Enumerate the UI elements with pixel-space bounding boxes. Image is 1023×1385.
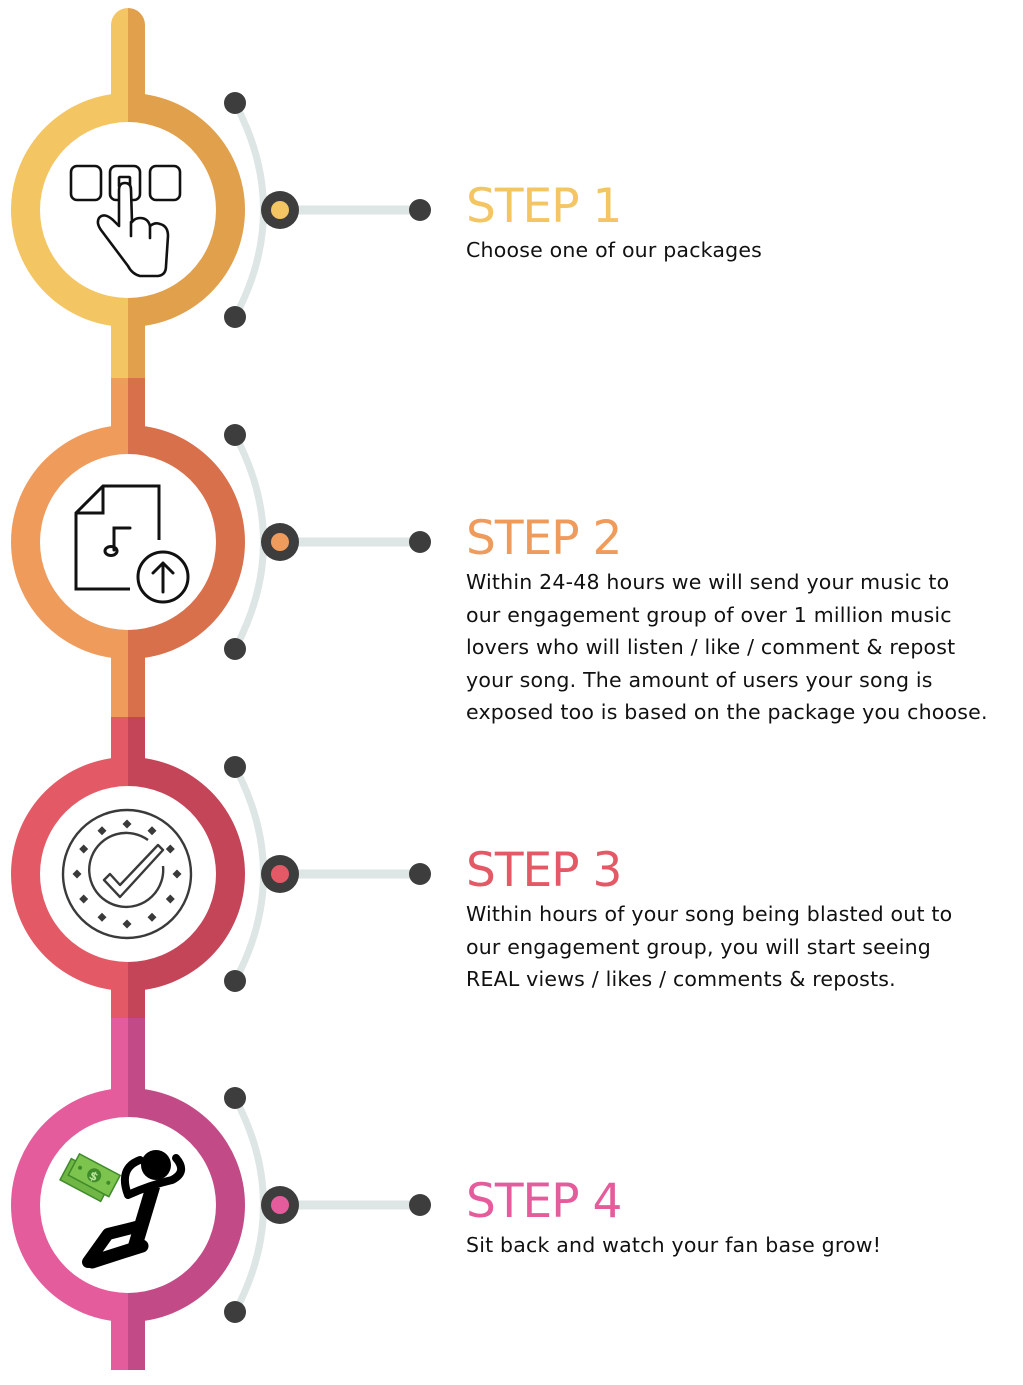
badge-star-icon xyxy=(172,869,182,879)
step-1: STEP 1 Choose one of our packages xyxy=(466,182,1016,267)
step-1-dot-end xyxy=(409,199,431,221)
verified-check-badge-icon xyxy=(61,808,193,940)
step-4: STEP 4 Sit back and watch your fan base … xyxy=(466,1177,1016,1262)
timeline-connectors xyxy=(224,92,431,1323)
money-icon: $ xyxy=(59,1152,122,1203)
badge-star-icon xyxy=(97,826,107,836)
step-2-line: your song. The amount of users your song… xyxy=(466,667,933,692)
step-3-hub-center xyxy=(271,865,289,883)
step-3-dot-end xyxy=(409,863,431,885)
step-3-line: REAL views / likes / comments & reposts. xyxy=(466,967,896,991)
step-4-dot-bottom xyxy=(224,1301,246,1323)
step-2-dot-end xyxy=(409,531,431,553)
step-3-line: our engagement group, you will start see… xyxy=(466,934,932,959)
step-1-hub-center xyxy=(271,201,289,219)
relaxing-person-with-money-icon: $ xyxy=(59,1150,186,1269)
badge-star-icon xyxy=(79,894,89,904)
step-4-icon-disc xyxy=(40,1117,216,1293)
step-3-line: Within hours of your song being blasted … xyxy=(466,902,953,926)
badge-star-icon xyxy=(79,844,89,854)
step-4-title: STEP 4 xyxy=(466,1174,622,1229)
music-file-upload-icon xyxy=(74,484,190,604)
step-3-title: STEP 3 xyxy=(466,843,622,898)
step-2-line: exposed too is based on the package you … xyxy=(466,700,988,724)
step-4-description: Sit back and watch your fan base grow! xyxy=(466,1233,882,1257)
step-2-dot-bottom xyxy=(224,638,246,660)
step-4-dot-top xyxy=(224,1087,246,1109)
step-1-dot-bottom xyxy=(224,306,246,328)
step-2-line: our engagement group of over 1 million m… xyxy=(466,602,952,627)
step-4-dot-end xyxy=(409,1194,431,1216)
step-2-title: STEP 2 xyxy=(466,511,622,566)
badge-star-icon xyxy=(72,869,82,879)
badge-star-icon xyxy=(165,894,175,904)
badge-star-icon xyxy=(97,912,107,922)
step-3-description: Within hours of your song being blasted … xyxy=(466,898,1016,996)
step-2-line: Within 24-48 hours we will send your mus… xyxy=(466,570,950,594)
step-1-dot-top xyxy=(224,92,246,114)
step-3: STEP 3 Within hours of your song being b… xyxy=(466,846,1016,996)
hand-pointer-buttons-icon xyxy=(69,164,182,278)
badge-star-icon xyxy=(122,819,132,829)
person-icon xyxy=(82,1150,186,1269)
badge-star-icon xyxy=(147,912,157,922)
step-1-description: Choose one of our packages xyxy=(466,238,763,262)
step-2-dot-top xyxy=(224,424,246,446)
step-2-hub-center xyxy=(271,533,289,551)
step-2-description: Within 24-48 hours we will send your mus… xyxy=(466,566,1016,729)
step-3-dot-top xyxy=(224,756,246,778)
step-2-icon-disc xyxy=(40,454,216,630)
step-2-line: lovers who will listen / like / comment … xyxy=(466,635,956,659)
step-2: STEP 2 Within 24-48 hours we will send y… xyxy=(466,514,1016,729)
step-3-dot-bottom xyxy=(224,970,246,992)
step-4-hub-center xyxy=(271,1196,289,1214)
step-3-icon-disc xyxy=(40,786,216,962)
badge-star-icon xyxy=(165,844,175,854)
badge-star-icon xyxy=(147,826,157,836)
step-1-title: STEP 1 xyxy=(466,179,622,234)
badge-star-icon xyxy=(122,919,132,929)
